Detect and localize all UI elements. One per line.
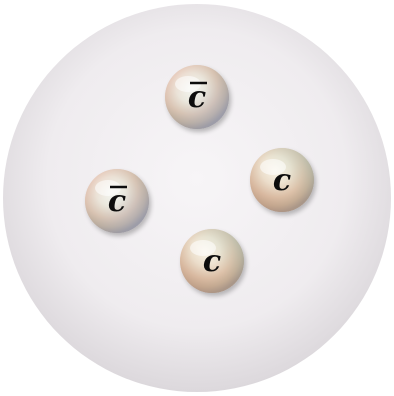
quark-highlight <box>260 159 286 175</box>
quark-label: c <box>108 184 126 219</box>
charm-quark-4: c <box>180 229 244 293</box>
anti-charm-quark-1: c <box>165 65 229 129</box>
quark-highlight <box>175 76 201 92</box>
quark-label: c <box>188 80 206 115</box>
charm-quark-2: c <box>250 148 314 212</box>
quark-label: c <box>203 244 221 279</box>
quark-label: c <box>273 163 291 198</box>
quark-highlight <box>95 180 121 196</box>
anti-charm-quark-3: c <box>85 169 149 233</box>
hadron-bag <box>3 4 391 392</box>
quark-highlight <box>190 240 216 256</box>
